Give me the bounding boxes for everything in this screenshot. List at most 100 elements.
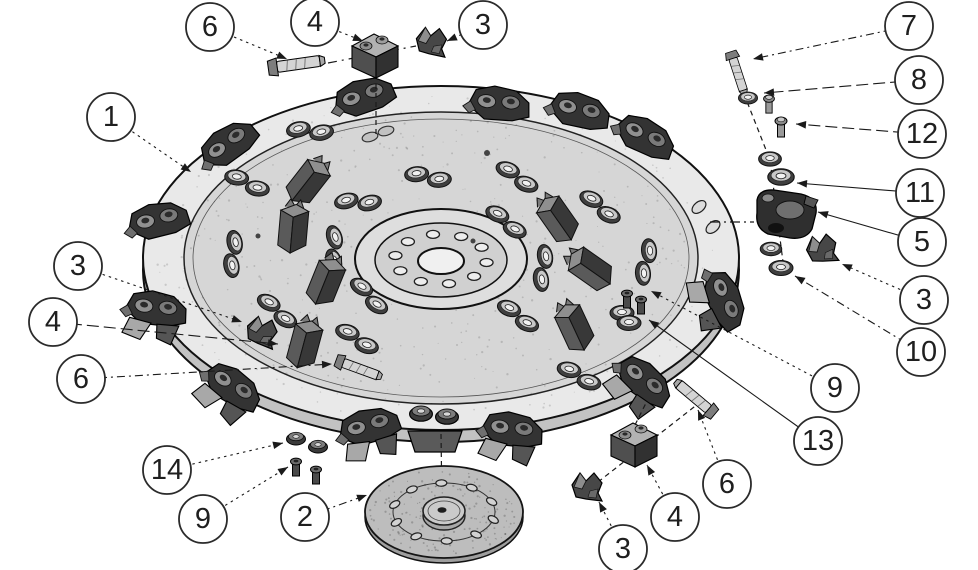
rim-nut (409, 405, 433, 422)
callout-11: 11 (796, 168, 945, 218)
balloon-number: 13 (802, 425, 834, 457)
balloon-circle (896, 327, 946, 377)
balloon-number: 4 (307, 6, 323, 38)
socket-screw (310, 465, 322, 485)
blade-holder-exploded (610, 422, 658, 468)
blade (571, 472, 603, 502)
balloon-number: 3 (70, 250, 86, 282)
balloon-circle (178, 494, 228, 544)
hub-assembly (756, 189, 819, 239)
balloon-number: 4 (45, 306, 61, 338)
disc-holes (255, 125, 721, 244)
bushing (759, 241, 783, 257)
blade (414, 26, 448, 58)
balloon-circle (53, 241, 103, 291)
balloon-number: 9 (827, 372, 843, 404)
exploded-right-group (723, 49, 840, 276)
callout-6-left: 6 (56, 354, 333, 404)
stud-pin (621, 289, 633, 309)
leader-arrow (796, 121, 807, 129)
leader-arrow (231, 315, 242, 323)
callout-2: 2 (280, 492, 368, 542)
wear-disc-bolt-holes (389, 479, 499, 545)
balloon-circle (897, 217, 947, 267)
center-hub (354, 208, 528, 310)
balloon-number: 4 (667, 501, 683, 533)
balloon-number: 7 (901, 10, 917, 42)
flange-nut (286, 431, 306, 446)
balloon-number: 5 (914, 226, 930, 258)
balloon-circle (895, 168, 945, 218)
callout-5: 5 (817, 211, 947, 267)
balloon-number: 14 (151, 454, 183, 486)
balloon-circle (56, 354, 106, 404)
balloon-circle (894, 55, 944, 105)
callout-12: 12 (795, 109, 947, 159)
balloon-number: 3 (475, 9, 491, 41)
leader-arrow (272, 441, 283, 449)
callout-4-top: 4 (290, 0, 364, 47)
balloon-circle (458, 0, 508, 50)
leader-arrow (276, 51, 287, 59)
washer (738, 91, 758, 105)
leader-arrow (267, 339, 278, 347)
balloon-number: 9 (195, 503, 211, 535)
leader-arrow (842, 264, 853, 272)
washer-stack (616, 315, 642, 331)
balloon-number: 12 (906, 118, 938, 150)
disc-inner-ring-line (192, 118, 690, 398)
balloon-circle (793, 416, 843, 466)
balloon-circle (280, 492, 330, 542)
washer (767, 168, 795, 186)
leader-arrow (698, 410, 706, 421)
balloon-circle (884, 1, 934, 51)
hub-bolt (723, 49, 752, 97)
rim-bracket (407, 430, 463, 453)
leader-arrow (649, 320, 660, 329)
balloon-number: 3 (615, 533, 631, 565)
leader-arrow (651, 291, 662, 300)
balloon-circle (142, 445, 192, 495)
hub-bolt-holes (388, 229, 494, 289)
leader-arrow (764, 88, 775, 96)
callout-13: 13 (648, 319, 843, 466)
rim-nut (435, 408, 459, 425)
balloon-circle (185, 2, 235, 52)
grease-fitting-bolt (774, 116, 788, 138)
callout-7: 7 (752, 1, 934, 61)
small-bolt (763, 94, 775, 114)
callout-3-right: 3 (841, 263, 949, 325)
balloon-circle (290, 0, 340, 47)
callout-3-top: 3 (446, 0, 508, 50)
balloon-number: 6 (719, 468, 735, 500)
stud-pin (635, 295, 647, 315)
balloon-number: 10 (905, 336, 937, 368)
leader-arrow (180, 163, 191, 172)
washer (758, 151, 782, 167)
leader-arrow (647, 465, 656, 476)
wear-disc (364, 465, 524, 564)
balloon-circle (897, 109, 947, 159)
balloon-number: 3 (916, 284, 932, 316)
callout-3-left: 3 (53, 241, 243, 323)
callout-6-bottom: 6 (697, 409, 752, 509)
wear-disc-texture (369, 471, 516, 555)
hardware-group (286, 431, 328, 485)
leader-arrow (447, 33, 458, 41)
callout-9-left: 9 (178, 466, 289, 544)
leader-arrow (356, 494, 367, 502)
balloon-number: 8 (911, 64, 927, 96)
callout-14: 14 (142, 441, 284, 495)
leader-arrow (797, 180, 808, 188)
balloon-circle (702, 459, 752, 509)
mount-bolt (669, 374, 721, 422)
callout-4-bottom: 4 (646, 464, 700, 542)
balloon-circle (28, 297, 78, 347)
main-disc (142, 85, 740, 443)
nut (768, 260, 794, 276)
leader-arrow (352, 33, 363, 41)
callout-1: 1 (86, 92, 192, 173)
callout-8: 8 (763, 55, 944, 105)
